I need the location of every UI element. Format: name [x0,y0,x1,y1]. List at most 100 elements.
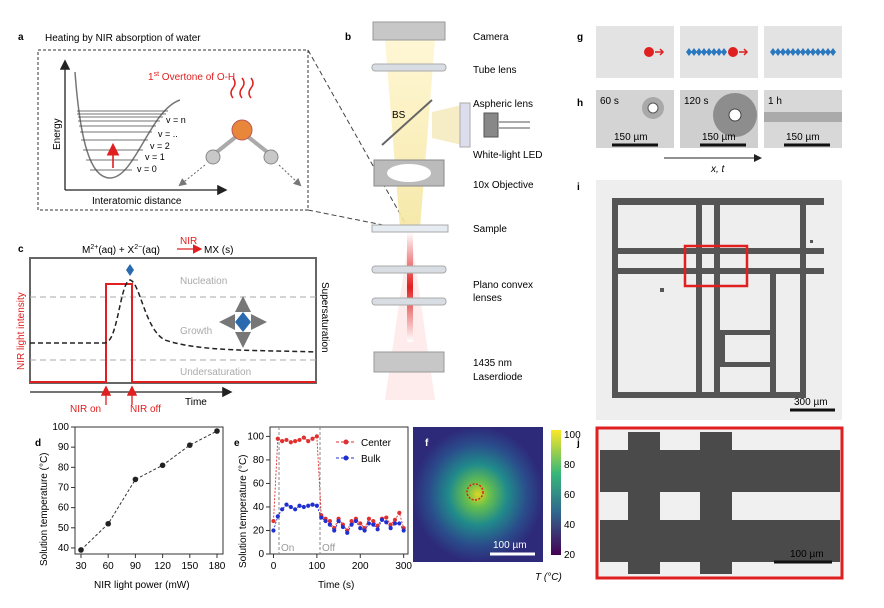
supersaturation-label: Supersaturation [319,282,330,353]
spot-120s [728,108,742,122]
plano-lens-1 [371,265,447,274]
d-data-point [214,428,220,434]
legend-bulk: Bulk [361,454,381,465]
aspheric-lens [459,102,471,148]
reaction-product: MX (s) [204,245,233,256]
e-ytick-label: 0 [258,549,264,560]
panel-c: c M2+(aq) + X2−(aq) NIR MX (s) Nucleatio… [16,236,330,415]
off-label: Off [322,543,335,554]
level-n: v = n [166,115,186,125]
chart-e-legend: Center Bulk [336,438,392,465]
nir-intensity-trace [30,283,316,383]
h-frame-1 [596,90,674,148]
e-data-point [275,436,280,441]
scale-label-i: 300 µm [794,397,828,408]
e-data-point [371,522,376,527]
e-xtick-label: 100 [309,561,326,572]
h-time-1: 60 s [600,96,619,107]
crystal-icon [711,48,717,56]
zoom-line-top [307,49,409,229]
e-data-point [284,437,289,443]
led-body [483,112,499,138]
crystal-icon [820,48,826,56]
crystal-icon [830,48,836,56]
crystal-growth-icon [219,296,267,348]
e-xtick-label: 0 [271,561,277,572]
nir-intensity-label: NIR light intensity [16,292,27,370]
sample-slide [371,224,449,233]
scale-label-h1: 150 µm [614,132,648,143]
crystal-icon [706,48,712,56]
label-plano-1: Plano convex [473,280,533,291]
e-data-point [271,518,276,524]
e-data-point [275,514,280,519]
e-data-point [349,522,354,527]
on-label: On [281,543,294,554]
chart-e-xlabel: Time (s) [318,580,354,591]
d-ytick-label: 80 [58,462,70,473]
label-tube-lens: Tube lens [473,65,517,76]
crystal-icon [686,48,692,56]
d-ytick-label: 90 [58,442,70,453]
line-1h [764,112,842,122]
chart-e-frame [269,426,409,555]
cbar-tick-80: 80 [564,460,576,471]
e-data-point [280,507,285,512]
zoom-box [683,244,749,288]
crystal-icon [716,48,722,56]
gap-1 [680,498,692,514]
d-ytick-label: 40 [58,543,70,554]
d-data-point [187,442,193,448]
e-data-point [366,516,372,521]
chart-d-points [78,428,220,553]
e-data-point [314,503,319,508]
crystal-icon [780,48,786,56]
crystal-icon [800,48,806,56]
panel-c-letter: c [18,244,24,255]
water-molecule-icon [178,77,302,187]
crystal-pattern [612,198,824,398]
crystal-icon [825,48,831,56]
panel-a-letter: a [18,32,24,43]
beam-splitter [381,99,433,146]
label-aspheric: Aspheric lens [473,99,533,110]
distance-label: Interatomic distance [92,196,182,207]
panel-e-letter: e [234,438,240,449]
cbar-tick-40: 40 [564,520,576,531]
e-data-point [301,504,306,510]
e-data-point [353,518,359,524]
crystal-icon [721,48,727,56]
crystal-icon [815,48,821,56]
crystal-icon [785,48,791,56]
e-data-point [301,435,306,440]
crystal-icon [790,48,796,56]
crystal-line-3 [770,48,836,56]
e-ytick-label: 60 [253,478,265,489]
e-xtick-label: 200 [352,561,369,572]
colorbar [551,430,561,555]
growth-label: Growth [180,326,212,337]
scale-label-j: 100 µm [790,549,824,560]
nucleation-label: Nucleation [180,276,227,287]
e-data-point [280,439,285,444]
led-beam [432,105,462,145]
time-label: Time [185,397,207,408]
label-sample: Sample [473,224,507,235]
crystal-icon [770,48,776,56]
scale-label-h2: 150 µm [702,132,736,143]
e-data-point [306,503,311,508]
e-data-point [293,507,298,512]
panel-j-letter: j [576,438,580,449]
e-data-point [392,517,398,522]
e-data-point [288,440,293,445]
e-data-point [397,521,402,526]
overtone-label: 1st Overtone of O-H [148,71,235,83]
e-data-point [314,434,319,439]
e-data-point [384,520,389,525]
e-xtick-label: 300 [395,561,412,572]
panel-h: h 60 s 120 s 1 h 150 µm 150 µm 150 µm x,… [577,90,842,175]
heatmap [413,427,543,562]
